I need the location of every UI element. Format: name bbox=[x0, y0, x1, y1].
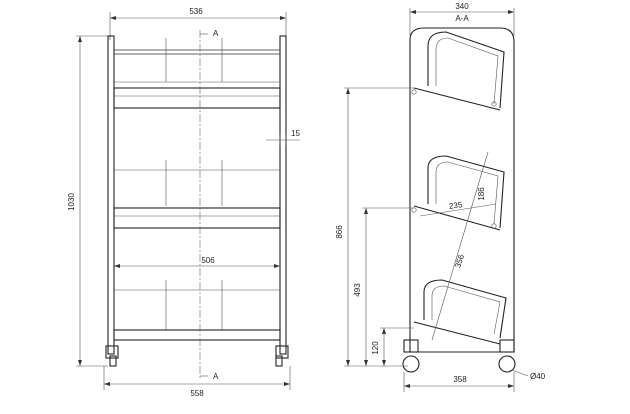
dim-558: 558 bbox=[190, 389, 204, 398]
dim-340: 340 bbox=[455, 2, 469, 11]
dim-506: 506 bbox=[201, 256, 215, 265]
dim-356: 356 bbox=[453, 253, 466, 269]
dim-536: 536 bbox=[189, 7, 203, 16]
dim-235: 235 bbox=[448, 200, 463, 211]
dim-866: 866 bbox=[335, 225, 344, 239]
dim-186: 186 bbox=[477, 187, 486, 201]
dim-caster: Ø40 bbox=[530, 372, 546, 381]
section-mark-a-bottom: A bbox=[213, 372, 219, 381]
section-mark-a-top: A bbox=[213, 29, 219, 38]
front-view: 536 A 1030 bbox=[67, 7, 300, 398]
dim-120: 120 bbox=[371, 341, 380, 355]
dim-1030: 1030 bbox=[67, 193, 76, 211]
section-label-aa: A-A bbox=[455, 14, 469, 23]
dim-15: 15 bbox=[291, 129, 300, 138]
dim-358: 358 bbox=[453, 375, 467, 384]
side-view: 340 A-A 356 235 186 866 bbox=[335, 2, 546, 392]
dim-493: 493 bbox=[353, 283, 362, 297]
